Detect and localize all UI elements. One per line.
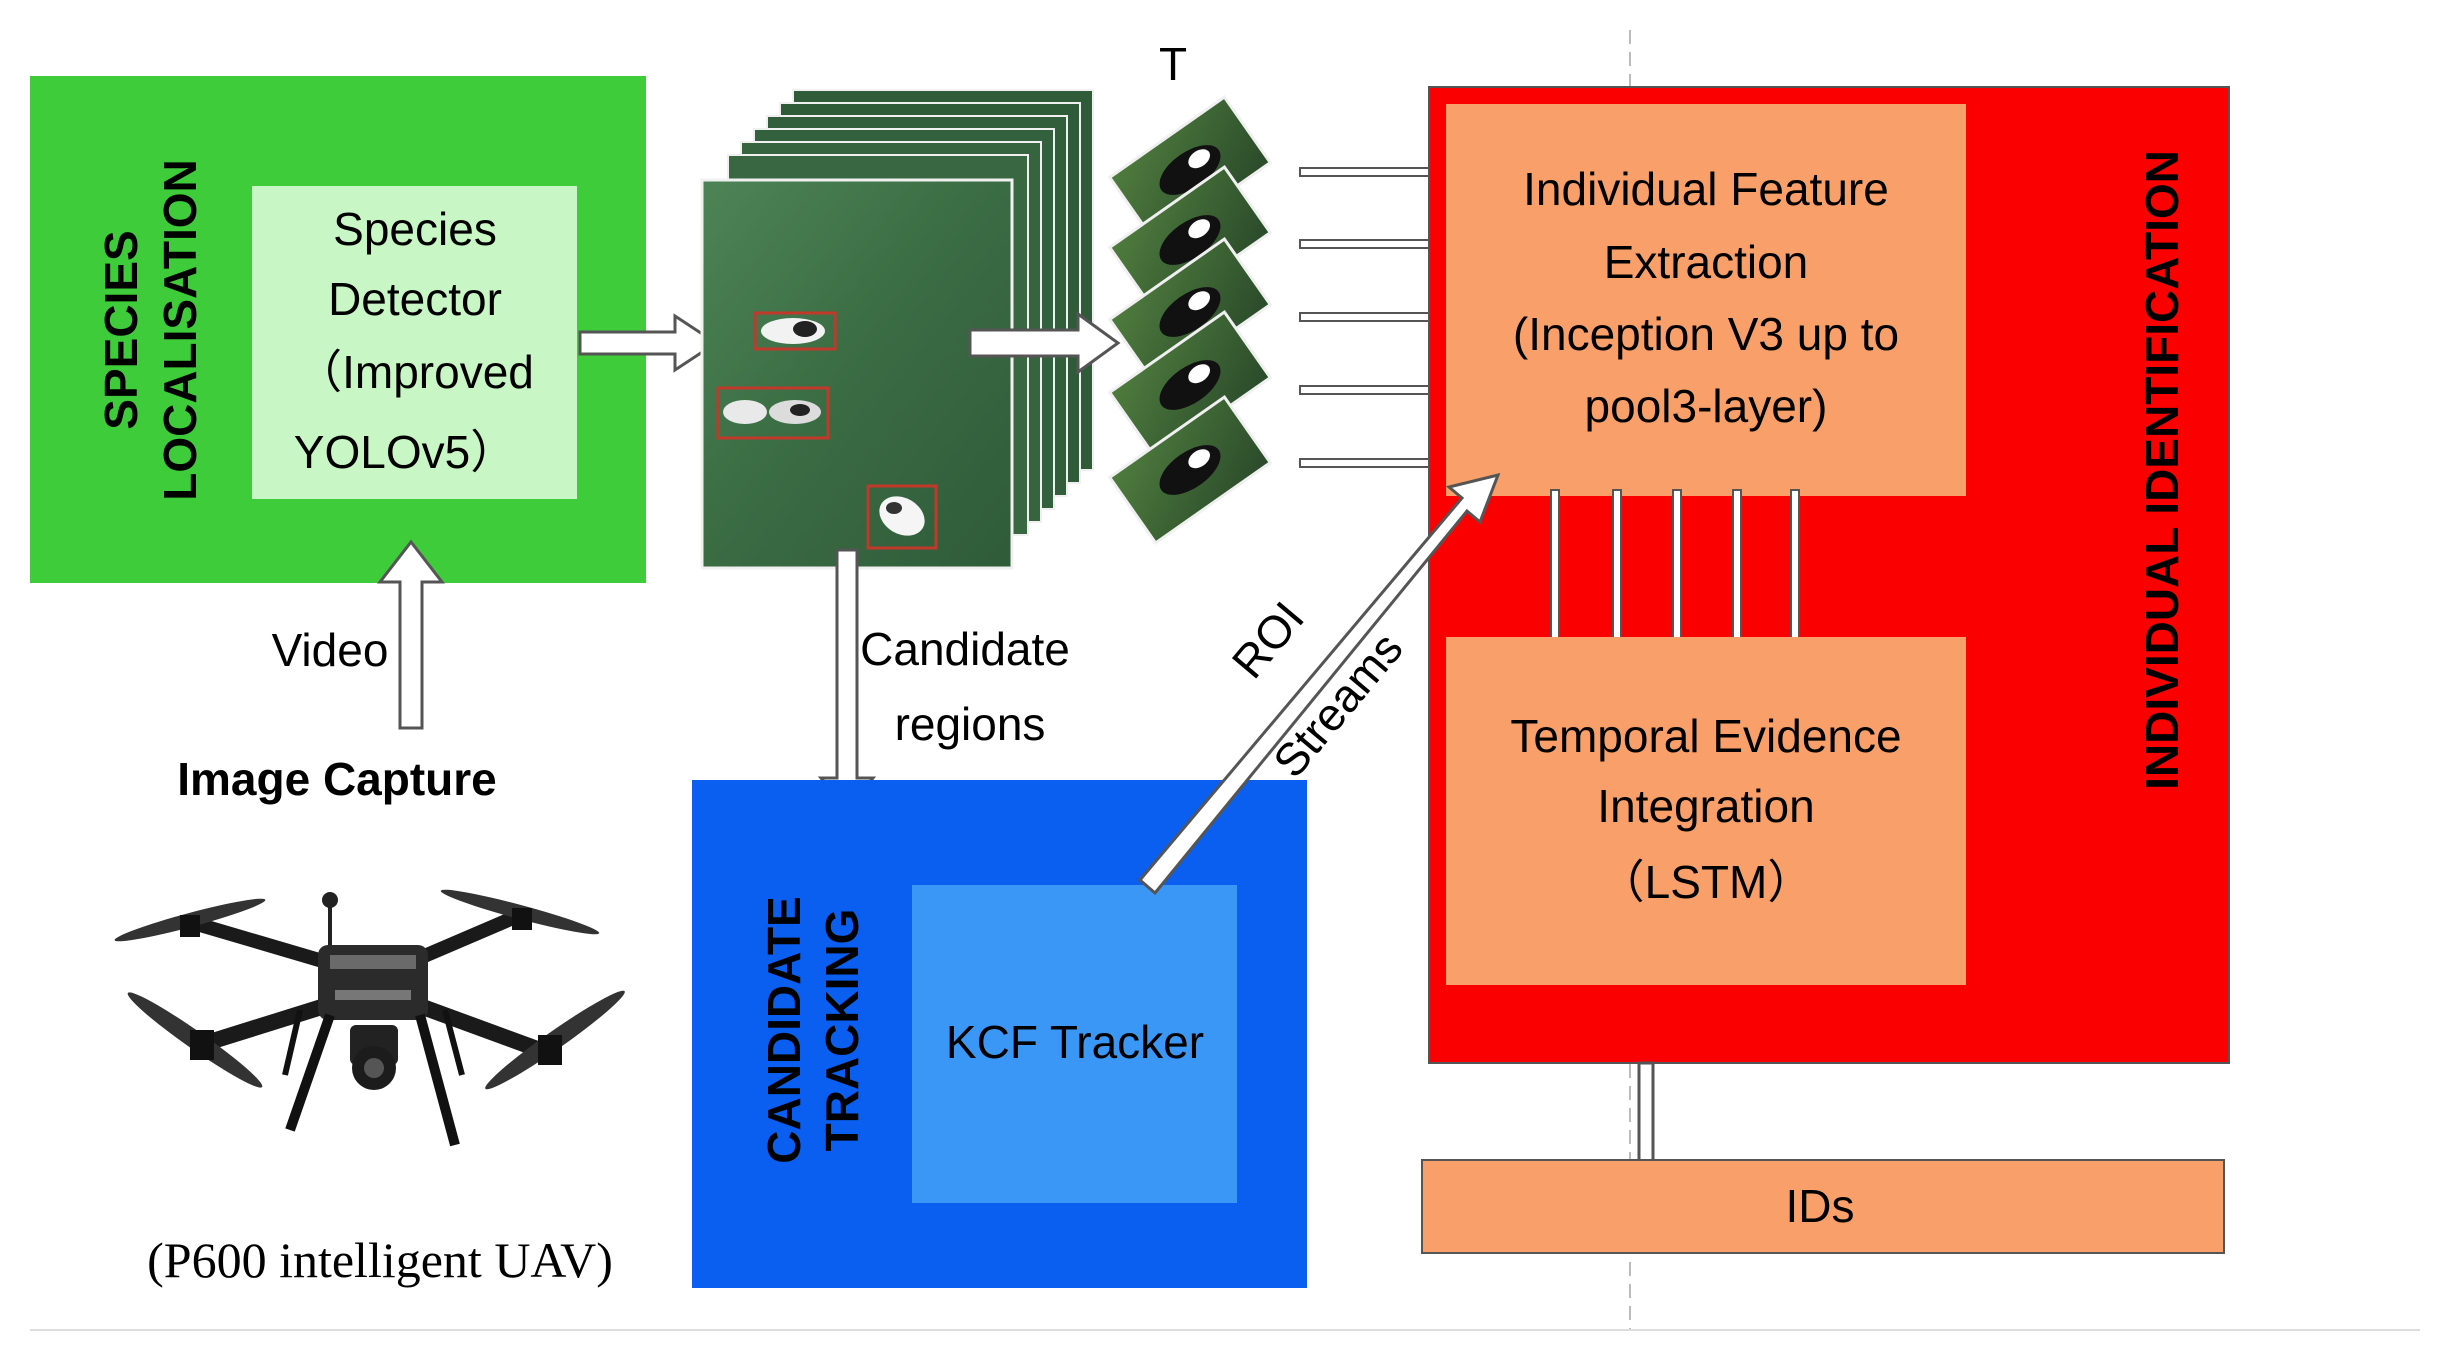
uav-label: (P600 intelligent UAV) — [147, 1232, 613, 1288]
arrow-detector-to-frames — [578, 313, 719, 373]
ids-label: IDs — [1786, 1180, 1855, 1232]
species-detector-line-4: YOLOv5） — [294, 426, 516, 478]
roi-stack — [1107, 94, 1273, 546]
species-detector-box — [252, 186, 577, 499]
species-localisation-title-1: SPECIES — [95, 230, 147, 429]
video-label: Video — [272, 624, 389, 676]
species-detector-line-1: Species — [333, 203, 497, 255]
arrow-candidate-regions — [817, 548, 877, 813]
image-capture-label: Image Capture — [177, 753, 497, 805]
front-frame — [700, 178, 1014, 570]
candidate-tracking-title-1: CANDIDATE — [758, 896, 810, 1163]
individual-identification-block: INDIVIDUAL IDENTIFICATION Individual Fea… — [1428, 86, 2230, 1064]
candidate-regions-line-2: regions — [895, 698, 1046, 750]
candidate-tracking-title-2: TRACKING — [816, 909, 868, 1152]
video-frame-stack — [700, 89, 1094, 570]
temporal-line-2: Integration — [1597, 780, 1814, 832]
roi-label: ROI — [1222, 592, 1314, 688]
time-label: T — [1159, 38, 1187, 90]
uav-drone-icon — [114, 889, 625, 1147]
arrow-streams — [1137, 472, 1501, 896]
video-arrow — [376, 539, 446, 730]
feature-line-2: Extraction — [1604, 236, 1809, 288]
species-detector-line-3: （Improved — [296, 346, 534, 398]
temporal-integration-box — [1446, 637, 1966, 985]
feature-line-1: Individual Feature — [1523, 163, 1889, 215]
species-localisation-title-2: LOCALISATION — [154, 159, 206, 501]
arrow-frames-to-roi — [968, 311, 1121, 375]
ids-box — [1421, 1159, 2225, 1254]
feature-line-4: pool3-layer) — [1585, 380, 1828, 432]
feature-extraction-box — [1446, 104, 1966, 496]
kcf-tracker-box — [912, 885, 1237, 1203]
kcf-tracker-label: KCF Tracker — [946, 1016, 1204, 1068]
candidate-tracking-block: CANDIDATE TRACKING KCF Tracker — [692, 780, 1307, 1288]
feature-line-3: (Inception V3 up to — [1513, 308, 1899, 360]
temporal-line-3: （LSTM） — [1599, 856, 1814, 908]
temporal-line-1: Temporal Evidence — [1510, 710, 1901, 762]
species-detector-line-2: Detector — [328, 273, 502, 325]
candidate-regions-line-1: Candidate — [860, 623, 1070, 675]
individual-identification-title: INDIVIDUAL IDENTIFICATION — [2136, 150, 2188, 790]
species-localisation-block: SPECIES LOCALISATION Species Detector （I… — [30, 76, 646, 583]
